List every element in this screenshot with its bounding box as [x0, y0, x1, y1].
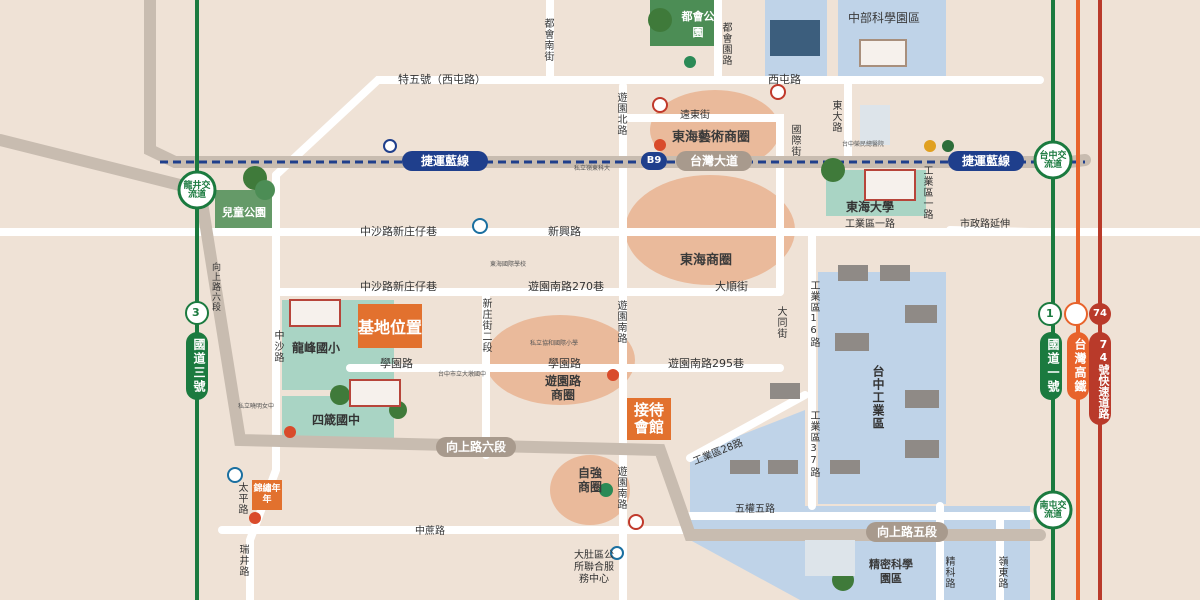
art-district-glow	[650, 90, 780, 170]
road-yuandong-label[interactable]: 遠東街	[680, 110, 710, 121]
longjing-ic-label[interactable]: 龍井交流道	[183, 181, 211, 200]
central-science-park-label[interactable]: 中部科學園區	[848, 11, 921, 25]
road-industrial-37-label[interactable]: 工業區37路	[808, 410, 819, 478]
road-zhongpei-label[interactable]: 中蔗路	[415, 526, 445, 537]
expressway-74-badge[interactable]: 74號快速道路	[1089, 332, 1111, 425]
road-youyuan-south-v-label[interactable]: 遊園南路	[615, 300, 626, 344]
reception-center-label[interactable]: 接待會館	[627, 398, 671, 440]
road-shizheng-label[interactable]: 市政路延伸	[960, 219, 1010, 230]
road-xiangshang-6-label[interactable]: 向上路六段	[436, 437, 516, 457]
youyuan-district-label[interactable]: 遊園路商圈	[545, 374, 582, 402]
small-label-b[interactable]: 台中市立大墩國中	[438, 371, 487, 378]
road-duhui-yuan-label[interactable]: 都會園路	[720, 22, 731, 66]
site-location-label[interactable]: 基地位置	[358, 304, 422, 348]
road-youyuan-north-label[interactable]: 遊園北路	[615, 92, 626, 136]
road-xinzhuang-label[interactable]: 新庄街二段	[480, 298, 491, 353]
taichung-ic-label[interactable]: 台中交流道	[1039, 151, 1067, 170]
taichung-industrial-zone-label[interactable]: 台中工業區	[871, 365, 885, 430]
road-taiping-label[interactable]: 太平路	[236, 482, 247, 515]
road-te5-label[interactable]: 特五號（西屯路）	[398, 73, 486, 86]
precision-park-label[interactable]: 精密科學園區	[869, 558, 913, 585]
road-xueyuan-2-label[interactable]: 學園路	[548, 357, 581, 370]
road-dashun-label[interactable]: 大順街	[715, 280, 748, 293]
road-xiangshang-5-label[interactable]: 向上路五段	[866, 522, 948, 542]
road-youyuan-south-v2-label[interactable]: 遊園南路	[615, 466, 626, 510]
road-industrial-16-label[interactable]: 工業區16路	[808, 280, 819, 348]
thsr-badge[interactable]: 台灣高鐵	[1067, 332, 1089, 400]
poi-icons	[227, 56, 954, 560]
road-xitun-label[interactable]: 西屯路	[768, 73, 801, 86]
small-label-a[interactable]: 私立曉明女中	[238, 403, 275, 410]
donghai-district-label[interactable]: 東海商圈	[680, 253, 733, 268]
metro-left-label[interactable]: 捷運藍線	[402, 151, 488, 171]
road-zhongsha-v-label[interactable]: 中沙路	[272, 330, 283, 363]
road-zhongsha-2-label[interactable]: 中沙路新庄仔巷	[360, 280, 437, 293]
private-school-label-2[interactable]: 私立協和國際小學	[530, 340, 579, 347]
interchange-rings	[177, 140, 1073, 530]
dadu-office-label[interactable]: 大肚區公所聯合服務中心	[574, 550, 614, 585]
road-jingke-label[interactable]: 精科路	[943, 556, 954, 589]
small-label-c[interactable]: 東海國際學校	[490, 261, 527, 268]
factory-icon	[730, 265, 939, 474]
road-lingdong-label[interactable]: 嶺東路	[996, 556, 1007, 589]
road-industrial-1-label[interactable]: 工業區一路	[845, 219, 895, 230]
metro-right-label[interactable]: 捷運藍線	[948, 151, 1024, 171]
freeway-1-badge[interactable]: 國道一號	[1040, 332, 1062, 400]
sikuang-junior-label[interactable]: 四箴國中	[312, 413, 361, 427]
road-youyuan-south-270-label[interactable]: 遊園南路270巷	[528, 280, 604, 293]
donghai-university-label[interactable]: 東海大學	[846, 200, 895, 214]
road-guoji-label[interactable]: 國際街	[789, 124, 800, 157]
road-ruijing-label[interactable]: 瑞井路	[237, 544, 248, 577]
industrial-zone-west	[690, 410, 805, 506]
road-datong-label[interactable]: 大同街	[775, 306, 786, 339]
school-building-icon	[289, 20, 916, 576]
road-xiangshang-6v-label[interactable]: 向上路六段	[210, 262, 220, 312]
freeway-3-num: 3	[192, 306, 200, 319]
metro-station-b9[interactable]: B9	[641, 152, 667, 170]
freeway-1-num: 1	[1046, 307, 1054, 320]
road-dongda-label[interactable]: 東大路	[830, 100, 841, 133]
jinxiu-district-label[interactable]: 錦繡年年	[252, 480, 282, 510]
ziqiang-district-glow	[550, 455, 630, 525]
road-wuqi-label[interactable]: 五權五路	[735, 504, 775, 515]
road-xueyuan-1-label[interactable]: 學園路	[380, 357, 413, 370]
taiwan-blvd-label[interactable]: 台灣大道	[676, 151, 752, 171]
private-school-label-1[interactable]: 私立嶺東科大	[574, 165, 611, 172]
youyuan-district-glow	[485, 315, 635, 405]
longfeng-elementary-label[interactable]: 龍峰國小	[292, 341, 341, 355]
road-zhongsha-1-label[interactable]: 中沙路新庄仔巷	[360, 225, 437, 238]
freeway-3-badge[interactable]: 國道三號	[186, 332, 208, 400]
veterans-hospital-label[interactable]: 台中榮民總醫院	[842, 141, 885, 148]
precision-park-zone	[690, 506, 1030, 600]
road-xinxing-label[interactable]: 新興路	[548, 225, 581, 238]
children-park-label[interactable]: 兒童公園	[222, 206, 266, 219]
ziqiang-district-label[interactable]: 自強商圈	[577, 466, 602, 494]
dugong-park-label[interactable]: 都會公園	[681, 10, 715, 39]
freeway-shield-icon	[185, 301, 1111, 326]
road-youyuan-south-295-label[interactable]: 遊園南路295巷	[668, 357, 744, 370]
road-industrial-1v-label[interactable]: 工業區一路	[921, 165, 932, 220]
expressway-74-num: 74	[1093, 308, 1107, 319]
nantun-ic-label[interactable]: 南屯交流道	[1039, 501, 1067, 520]
donghai-art-district-label[interactable]: 東海藝術商圈	[672, 130, 751, 145]
road-duhui-south-label[interactable]: 都會南街	[542, 18, 553, 62]
